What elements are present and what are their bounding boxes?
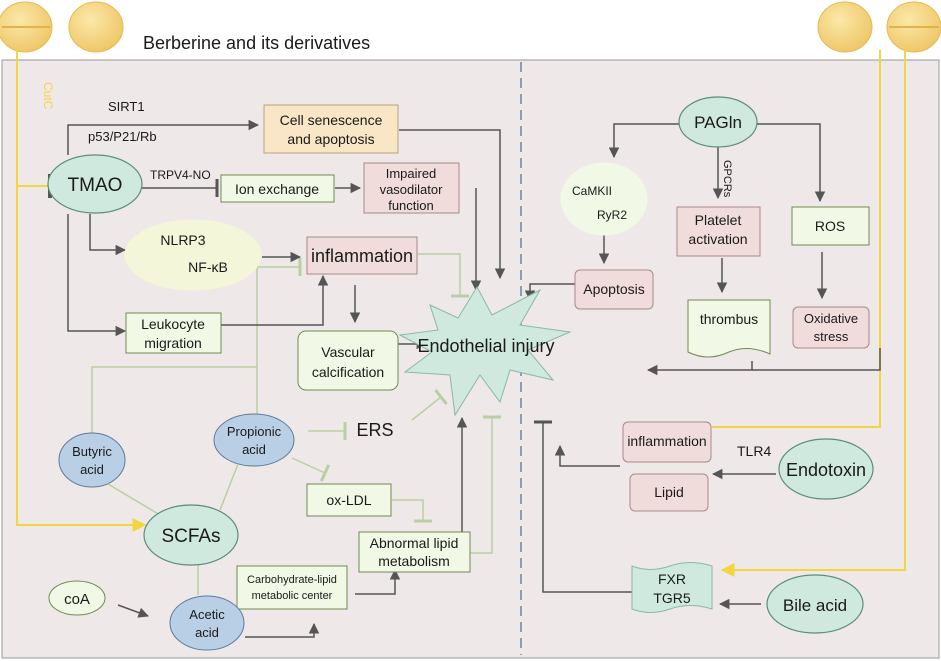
svg-text:PAGln: PAGln [694,113,742,132]
svg-text:Carbohydrate-lipid: Carbohydrate-lipid [247,574,337,586]
carbohydrate-lipid-box: Carbohydrate-lipid metabolic center [236,565,348,610]
sirt1-label: SIRT1 [108,99,145,114]
pill-icon [0,1,53,53]
svg-text:and apoptosis: and apoptosis [287,131,374,147]
svg-text:Propionic: Propionic [227,424,282,439]
nlrp3-node: NLRP3 NF-κB [124,219,262,291]
cell-senescence-box: Cell senescence and apoptosis [263,104,399,154]
scfas-node: SCFAs [143,504,239,566]
svg-text:Cell senescence: Cell senescence [280,112,383,128]
svg-text:FXR: FXR [658,571,686,587]
endothelial-injury-node: Endothelial injury [398,285,572,417]
svg-text:metabolism: metabolism [378,553,450,569]
svg-text:Endothelial injury: Endothelial injury [417,336,554,356]
svg-text:metabolic center: metabolic center [252,590,333,602]
svg-text:thrombus: thrombus [700,311,758,327]
arrows [67,119,881,638]
svg-text:inflammation: inflammation [627,433,706,449]
cutc-label: CutC [41,82,55,110]
inhibition-lines [91,253,501,554]
svg-text:coA: coA [64,591,90,608]
svg-text:acid: acid [195,625,219,640]
svg-text:Bile acid: Bile acid [783,596,847,615]
oxldl-box: ox-LDL [306,483,392,517]
oxidative-stress-box: Oxidative stress [792,306,870,349]
abnormal-lipid-box: Abnormal lipid metabolism [358,531,471,573]
vascular-calcification-box: Vascular calcification [297,330,399,391]
tmao-node: TMAO [47,154,143,214]
svg-text:Apoptosis: Apoptosis [583,281,644,297]
inflammation-right-box: inflammation [622,421,712,463]
impaired-vasodilator-box: Impaired vasodilator function [363,162,460,214]
svg-text:NLRP3: NLRP3 [160,232,205,248]
svg-text:RyR2: RyR2 [597,208,627,222]
ion-exchange-box: Ion exchange [220,174,335,203]
svg-text:vasodilator: vasodilator [380,182,444,197]
pill-icon [817,1,873,53]
acetic-acid-node: Acetic acid [169,595,245,651]
svg-text:Butyric: Butyric [72,444,112,459]
apoptosis-box: Apoptosis [574,269,654,310]
header-title: Berberine and its derivatives [143,33,370,53]
svg-text:stress: stress [814,329,849,344]
propionic-acid-node: Propionic acid [213,413,295,467]
svg-text:function: function [388,198,434,213]
svg-text:Platelet: Platelet [695,212,742,228]
svg-text:Acetic: Acetic [189,607,225,622]
svg-text:inflammation: inflammation [311,246,413,266]
svg-text:Lipid: Lipid [654,484,684,500]
svg-text:NF-κB: NF-κB [188,259,228,275]
lipid-box: Lipid [629,473,709,512]
svg-text:migration: migration [144,335,202,351]
svg-text:Impaired: Impaired [386,166,437,181]
yellow-pathways [16,50,906,577]
svg-text:acid: acid [80,462,104,477]
svg-text:SCFAs: SCFAs [161,526,220,547]
leukocyte-box: Leukocyte migration [125,312,222,354]
bile-acid-node: Bile acid [766,574,864,634]
pill-icon [886,1,941,53]
pill-icon [68,1,124,53]
tlr4-label: TLR4 [737,443,771,459]
svg-text:CaMKII: CaMKII [572,184,612,198]
thrombus-box: thrombus [687,299,771,358]
fxr-tgr5-box: FXR TGR5 [631,562,713,613]
svg-text:Oxidative: Oxidative [804,311,858,326]
camkii-node: CaMKII RyR2 [560,162,648,236]
svg-text:calcification: calcification [312,364,384,380]
svg-text:Endotoxin: Endotoxin [786,460,866,480]
svg-text:acid: acid [242,442,266,457]
trpv4-label: TRPV4-NO [150,168,211,182]
svg-text:ROS: ROS [815,218,845,234]
coa-node: coA [48,580,106,616]
svg-text:Leukocyte: Leukocyte [141,316,205,332]
svg-text:TGR5: TGR5 [653,590,691,606]
gpcrs-label: GPCRs [721,160,733,198]
butyric-acid-node: Butyric acid [58,432,126,488]
svg-text:activation: activation [688,231,747,247]
platelet-activation-box: Platelet activation [676,206,761,257]
svg-text:Vascular: Vascular [321,344,375,360]
ros-box: ROS [791,206,870,246]
svg-text:Ion exchange: Ion exchange [235,181,319,197]
inflammation-left-box: inflammation [306,236,418,275]
endotoxin-node: Endotoxin [778,438,874,500]
scfa-links [107,463,239,595]
pagln-node: PAGln [678,96,758,148]
svg-text:Abnormal lipid: Abnormal lipid [370,535,459,551]
svg-text:TMAO: TMAO [68,175,123,196]
p53-label: p53/P21/Rb [88,129,157,144]
ers-label: ERS [356,420,393,440]
svg-text:ox-LDL: ox-LDL [326,492,371,508]
